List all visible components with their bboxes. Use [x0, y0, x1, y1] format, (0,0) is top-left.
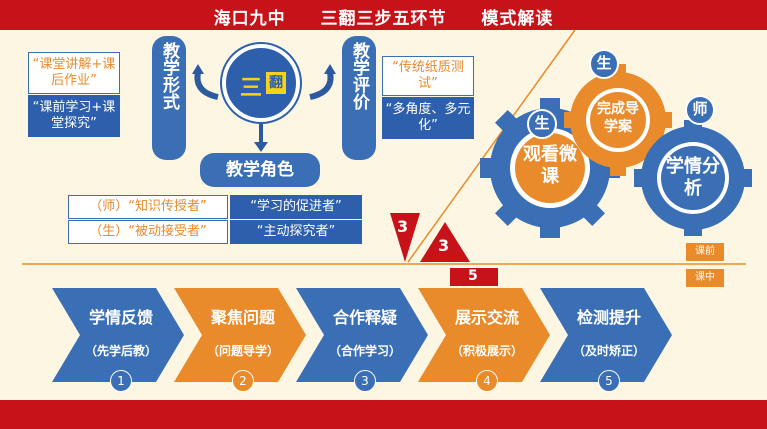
teaching-eval-label: 教学评价: [349, 42, 369, 110]
subtitle: 模式解读: [481, 9, 554, 29]
curved-arrow-right-icon: [309, 64, 336, 100]
down-arrow-icon: [254, 124, 268, 152]
step-chevron-4: [418, 288, 550, 382]
step-title-1: 学情反馈: [88, 308, 153, 327]
student-badge-a: 生: [534, 114, 550, 132]
curved-arrow-left-icon: [192, 64, 219, 100]
teaching-form-label: 教学形式: [159, 42, 179, 110]
step-chevron-3: [296, 288, 428, 382]
old-form-box: “课堂讲解+课后作业”: [28, 52, 120, 94]
role-teacher-old: （师）“知识传授者”: [68, 195, 228, 219]
step-sub-2: （问题导学）: [206, 344, 279, 358]
center-char-box: 翻: [266, 72, 286, 94]
step-number-2: 2: [232, 370, 254, 392]
page-title: 海口九中 三翻三步五环节 模式解读: [0, 4, 767, 29]
header-bar: [0, 0, 767, 30]
step-title-2: 聚焦问题: [210, 308, 275, 327]
step-number-4: 4: [476, 370, 498, 392]
center-circle: 三 翻: [222, 44, 300, 122]
footer-bar: [0, 400, 767, 429]
teaching-eval-pill: 教学评价: [342, 36, 376, 160]
step-sub-1: （先学后教）: [84, 344, 157, 358]
tag-before-class: 课前: [686, 243, 724, 261]
school-name: 海口九中: [213, 9, 286, 29]
gear-watch-label: 观看微课: [523, 144, 577, 187]
program-name: 三翻三步五环节: [320, 9, 447, 29]
tag-in-class: 课中: [686, 269, 724, 287]
gear-analyze: [634, 120, 752, 236]
number-five: 5: [468, 268, 478, 284]
student-badge-b: 生: [596, 54, 612, 72]
steps-arrows: [52, 288, 672, 382]
number-three-b: 3: [438, 236, 450, 255]
five-box: [450, 268, 498, 286]
role-teacher-new: “学习的促进者”: [230, 195, 362, 219]
center-char: 三: [240, 76, 263, 101]
step-sub-5: （及时矫正）: [572, 344, 645, 358]
triangle-left: [390, 213, 420, 262]
new-eval-box: “多角度、多元化”: [382, 97, 474, 139]
step-title-4: 展示交流: [454, 308, 519, 327]
step-chevron-2: [174, 288, 306, 382]
step-chevron-1: [52, 288, 184, 382]
step-number-3: 3: [354, 370, 376, 392]
step-chevron-5: [540, 288, 672, 382]
teacher-badge: 师: [692, 100, 708, 118]
step-title-5: 检测提升: [576, 308, 641, 327]
step-number-1: 1: [110, 370, 132, 392]
role-student-old: （生）“被动接受者”: [68, 220, 228, 244]
gear-analyze-label: 学情分析: [666, 156, 720, 199]
triangle-right: [420, 222, 470, 262]
gears-graphic: [480, 49, 752, 238]
step-number-5: 5: [598, 370, 620, 392]
teaching-form-pill: 教学形式: [152, 36, 186, 160]
step-sub-4: （积极展示）: [450, 344, 523, 358]
number-three-a: 3: [397, 217, 409, 236]
gear-complete: [564, 64, 672, 176]
new-form-box: “课前学习+课堂探究”: [28, 95, 120, 137]
step-title-3: 合作释疑: [332, 308, 397, 327]
role-student-new: “主动探究者”: [230, 220, 362, 244]
teaching-role-pill: 教学角色: [200, 153, 320, 187]
old-eval-box: “传统纸质测试”: [382, 56, 474, 96]
gear-complete-label: 完成导学案: [597, 101, 639, 135]
step-sub-3: （合作学习）: [328, 344, 401, 358]
